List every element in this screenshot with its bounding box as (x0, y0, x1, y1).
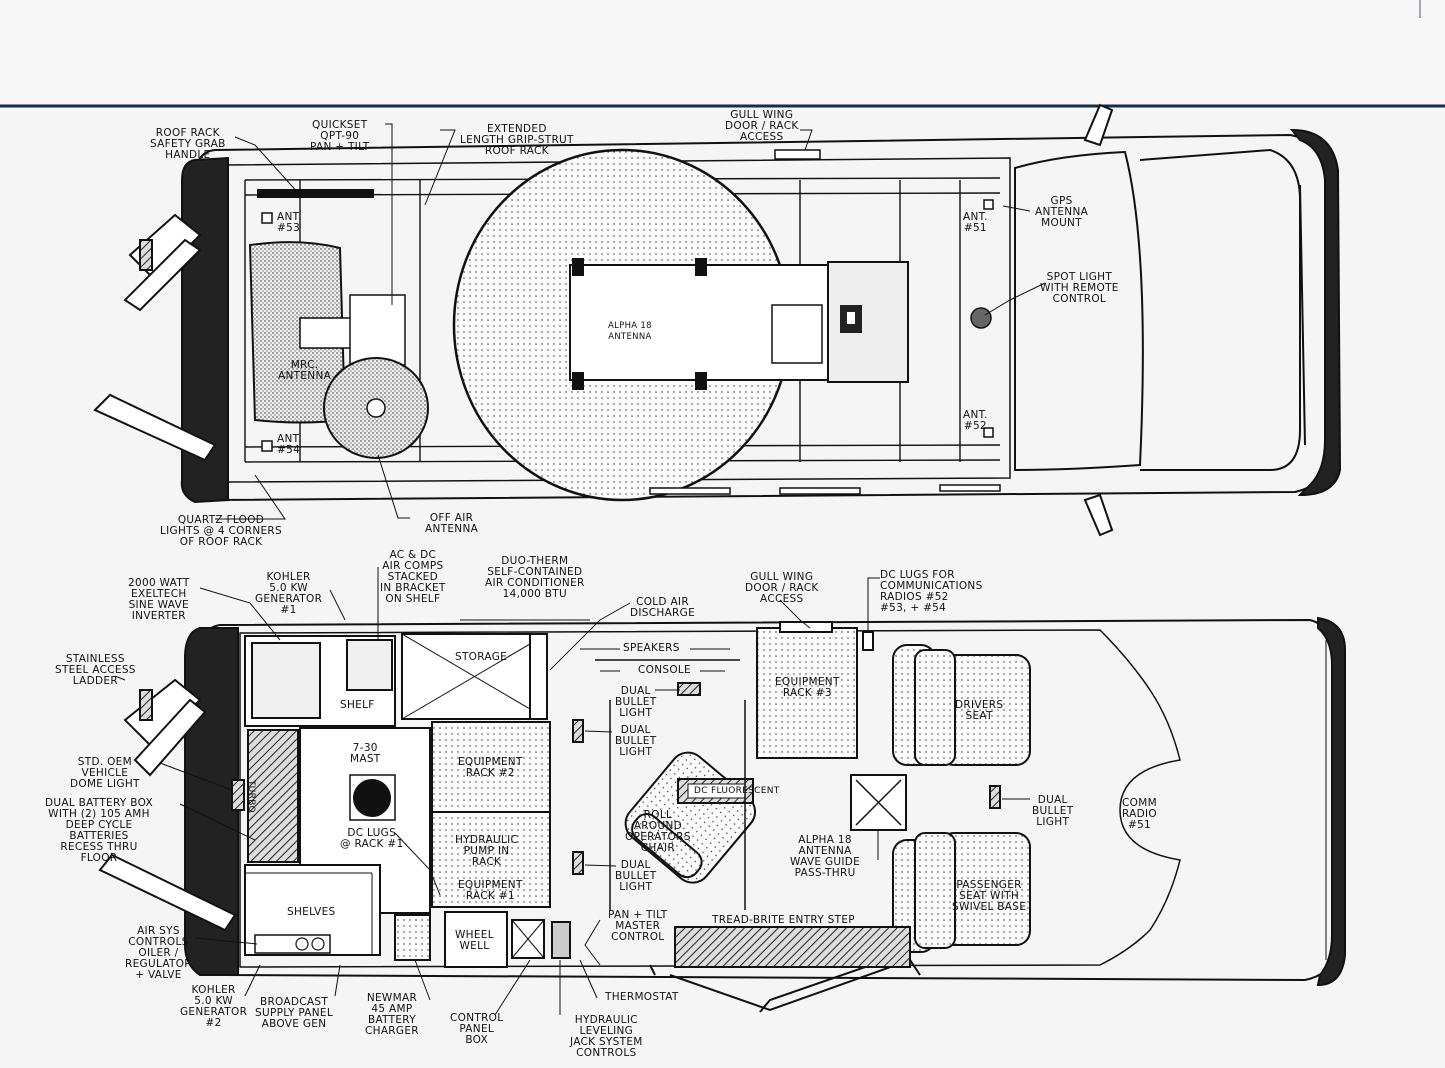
mrc-antenna (248, 241, 406, 424)
bottom-view-vehicle (98, 616, 1346, 1013)
label-drivers-seat: DRIVERS SEAT (955, 699, 1004, 722)
label-equipment-rack-3: EQUIPMENT RACK #3 (775, 676, 840, 699)
label-spot-light: SPOT LIGHT WITH REMOTE CONTROL (1040, 271, 1119, 305)
label-shelf: SHELF (340, 699, 375, 711)
label-dc-fluorescent: DC FLUORESCENT (694, 786, 780, 796)
label-dual-bullet-light-2: DUAL BULLET LIGHT (615, 724, 657, 758)
label-alpha-18-antenna: ALPHA 18 ANTENNA (608, 321, 652, 342)
label-kohler-generator-2: KOHLER 5.0 KW GENERATOR #2 (180, 984, 248, 1029)
label-duo-therm-ac: DUO-THERM SELF-CONTAINED AIR CONDITIONER… (485, 555, 585, 600)
label-broadcast-supply-panel: BROADCAST SUPPLY PANEL ABOVE GEN (255, 996, 334, 1030)
label-quartz-flood-lights: QUARTZ FLOOD LIGHTS @ 4 CORNERS OF ROOF … (160, 514, 282, 548)
label-ant-52: ANT. #52 (963, 409, 988, 432)
label-ant-51: ANT. #51 (963, 211, 988, 234)
label-dual-bullet-light-3: DUAL BULLET LIGHT (615, 859, 657, 893)
label-speakers: SPEAKERS (623, 642, 680, 654)
label-kohler-generator-1: KOHLER 5.0 KW GENERATOR #1 (255, 571, 323, 616)
label-inverter: 2000 WATT EXELTECH SINE WAVE INVERTER (128, 577, 190, 622)
label-extended-roof-rack: EXTENDED LENGTH GRIP-STRUT ROOF RACK (460, 123, 574, 157)
sheet-border (0, 0, 1445, 108)
label-dome-light: STD. OEM VEHICLE DOME LIGHT (70, 756, 140, 790)
label-thermostat: THERMOSTAT (605, 991, 679, 1003)
label-passenger-seat: PASSENGER SEAT WITH SWIVEL BASE (952, 879, 1027, 913)
label-pan-tilt-master: PAN + TILT MASTER CONTROL (608, 909, 668, 943)
label-dual-bullet-light-1: DUAL BULLET LIGHT (615, 685, 657, 719)
label-hydraulic-jack-controls: HYDRAULIC LEVELING JACK SYSTEM CONTROLS (570, 1014, 643, 1059)
label-dual-battery-box: DUAL BATTERY BOX WITH (2) 105 AMH DEEP C… (45, 797, 153, 864)
alpha-18-antenna (452, 148, 909, 502)
label-ant-53: ANT. #53 (277, 211, 302, 234)
label-mast: 7-30 MAST (350, 742, 381, 765)
label-comm-radio-51: COMM RADIO #51 (1122, 797, 1157, 831)
label-stainless-ladder: STAINLESS STEEL ACCESS LADDER (55, 653, 136, 687)
label-ant-54: ANT. #54 (277, 433, 302, 456)
label-turbo: TURBO (246, 780, 256, 813)
label-storage: STORAGE (455, 651, 508, 663)
label-mrc-antenna: MRC. ANTENNA (278, 359, 332, 382)
label-shelves: SHELVES (287, 906, 336, 918)
label-roll-around-chair: ROLL AROUND OPERATORS CHAIR (625, 809, 691, 854)
label-ac-dc-air-comps: AC & DC AIR COMPS STACKED IN BRACKET ON … (380, 549, 446, 605)
label-gps-antenna-mount: GPS ANTENNA MOUNT (1035, 195, 1089, 229)
label-alpha-wave-guide: ALPHA 18 ANTENNA WAVE GUIDE PASS-THRU (790, 834, 861, 879)
bottom-leader-lines (114, 567, 1030, 1016)
label-equipment-rack-1: EQUIPMENT RACK #1 (458, 879, 523, 902)
off-air-antenna (323, 357, 429, 459)
label-gull-wing-door-bottom: GULL WING DOOR / RACK ACCESS (745, 571, 819, 605)
label-console: CONSOLE (638, 664, 691, 676)
bottom-interior (231, 621, 1031, 968)
label-air-sys-controls: AIR SYS CONTROLS OILER / REGULATOR + VAL… (125, 925, 192, 981)
label-gull-wing-door-top: GULL WING DOOR / RACK ACCESS (725, 109, 799, 143)
label-newmar-charger: NEWMAR 45 AMP BATTERY CHARGER (365, 992, 419, 1037)
label-dual-bullet-light-4: DUAL BULLET LIGHT (1032, 794, 1074, 828)
label-off-air-antenna: OFF AIR ANTENNA (425, 512, 479, 535)
label-tread-brite-step: TREAD-BRITE ENTRY STEP (712, 914, 855, 926)
label-cold-air-discharge: COLD AIR DISCHARGE (630, 596, 696, 619)
label-quickset-pan-tilt: QUICKSET QPT-90 PAN + TILT (310, 119, 370, 153)
label-wheel-well: WHEEL WELL (455, 929, 494, 952)
label-hydraulic-pump: HYDRAULIC PUMP IN RACK (455, 834, 519, 868)
label-roof-rack-safety-handle: ROOF RACK SAFETY GRAB HANDLE (150, 127, 226, 161)
label-equipment-rack-2: EQUIPMENT RACK #2 (458, 756, 523, 779)
top-leader-lines (215, 123, 1046, 520)
label-dc-lugs-communications: DC LUGS FOR COMMUNICATIONS RADIOS #52 #5… (880, 569, 983, 614)
label-control-panel-box: CONTROL PANEL BOX (450, 1012, 504, 1046)
label-dc-lugs-rack-1: DC LUGS @ RACK #1 (340, 827, 404, 850)
roof-fixtures (261, 149, 1001, 495)
